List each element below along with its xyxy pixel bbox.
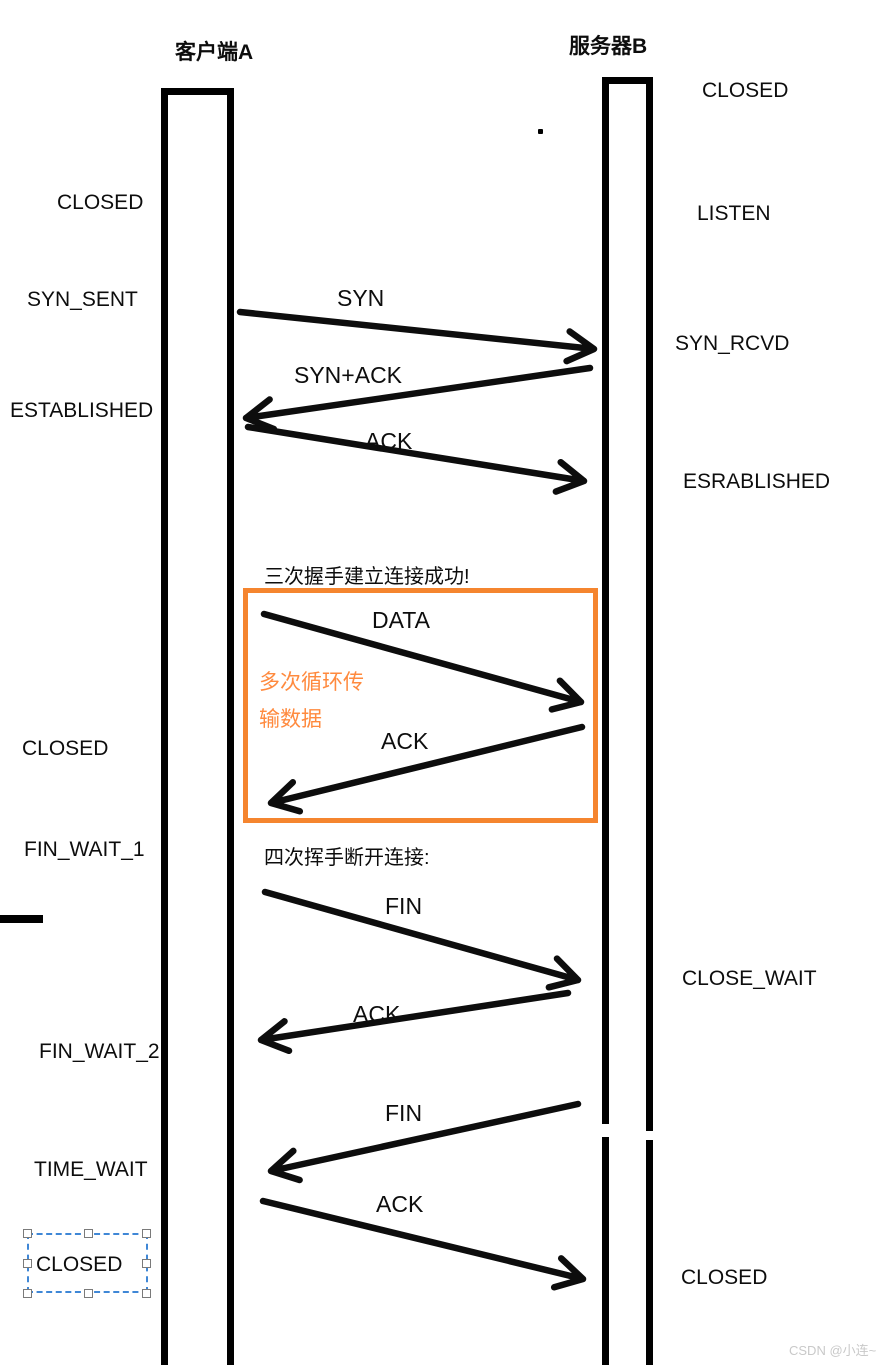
left-margin-dash: [0, 915, 43, 923]
state-right-listen: LISTEN: [697, 202, 771, 225]
arrow-ack-4: [259, 1197, 587, 1291]
msg-data: DATA: [372, 607, 430, 633]
state-left-closed-2: CLOSED: [22, 737, 109, 760]
selection-handle-bottom-center[interactable]: [84, 1289, 93, 1298]
arrow-ack-1: [244, 423, 588, 495]
selection-handle-top-left[interactable]: [23, 1229, 32, 1238]
server-lifeline-gap-left: [601, 1124, 611, 1137]
selection-handle-bottom-left[interactable]: [23, 1289, 32, 1298]
note-loop-line2: 输数据: [259, 708, 322, 731]
arrow-fin-2: [267, 1100, 582, 1184]
msg-fin-2: FIN: [385, 1100, 423, 1126]
selection-handle-mid-right[interactable]: [142, 1259, 151, 1268]
note-handshake-success: 三次握手建立连接成功!: [264, 566, 470, 588]
server-lifeline: [602, 77, 653, 1365]
data-loop-highlight-box: [243, 588, 598, 823]
server-title: 服务器B: [569, 35, 648, 58]
arrow-ack-3: [257, 989, 572, 1055]
arrow-data: [260, 610, 585, 713]
state-left-established: ESTABLISHED: [10, 399, 154, 422]
server-lifeline-gap-right: [644, 1131, 654, 1140]
msg-syn-ack: SYN+ACK: [294, 362, 403, 388]
arrow-fin-1: [261, 888, 582, 991]
msg-ack-1: ACK: [365, 428, 413, 454]
selection-handle-top-right[interactable]: [142, 1229, 151, 1238]
arrow-syn: [236, 308, 598, 365]
msg-syn: SYN: [337, 285, 385, 311]
client-lifeline: [161, 88, 234, 1365]
arrow-syn-ack: [242, 364, 594, 433]
state-right-esrablished: ESRABLISHED: [683, 470, 831, 493]
state-right-closed-1: CLOSED: [702, 79, 789, 102]
client-title: 客户端A: [175, 41, 254, 64]
msg-ack-2: ACK: [381, 728, 429, 754]
selection-handle-mid-left[interactable]: [23, 1259, 32, 1268]
msg-ack-4: ACK: [376, 1191, 424, 1217]
state-left-time-wait: TIME_WAIT: [34, 1158, 148, 1181]
state-right-closed-2: CLOSED: [681, 1266, 768, 1289]
selection-handle-bottom-right[interactable]: [142, 1289, 151, 1298]
note-loop-line1: 多次循环传: [259, 671, 364, 694]
msg-fin-1: FIN: [385, 893, 423, 919]
state-left-closed-3: CLOSED: [36, 1253, 123, 1276]
stray-dot: [538, 129, 543, 134]
watermark: CSDN @小连~: [789, 1343, 877, 1358]
arrow-ack-2: [267, 723, 586, 815]
state-left-fin-wait-2: FIN_WAIT_2: [39, 1040, 160, 1063]
state-right-syn-rcvd: SYN_RCVD: [675, 332, 790, 355]
selection-handle-top-center[interactable]: [84, 1229, 93, 1238]
state-right-close-wait: CLOSE_WAIT: [682, 967, 817, 990]
state-left-closed-1: CLOSED: [57, 191, 144, 214]
state-left-fin-wait-1: FIN_WAIT_1: [24, 838, 145, 861]
msg-ack-3: ACK: [353, 1001, 401, 1027]
state-left-syn-sent: SYN_SENT: [27, 288, 138, 311]
note-teardown: 四次挥手断开连接:: [264, 847, 430, 869]
